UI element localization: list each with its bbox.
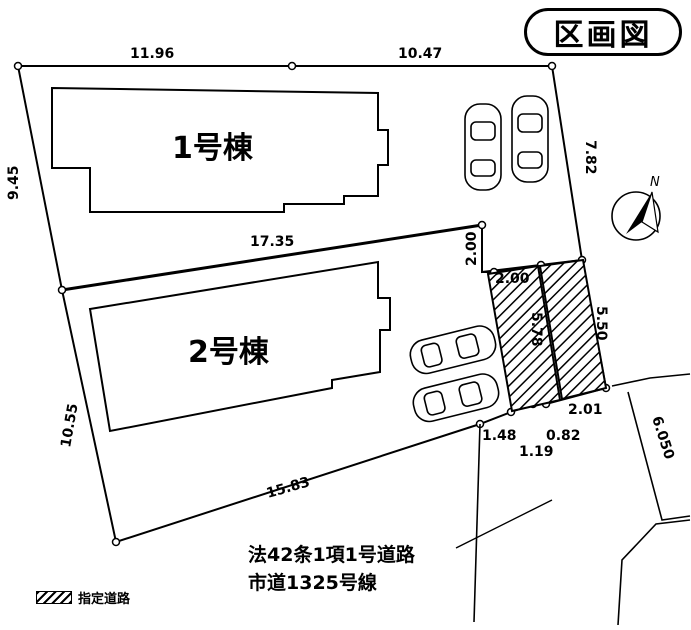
road-label-line2: 市道1325号線	[248, 572, 377, 594]
designated-road-strip-2	[538, 258, 608, 401]
building-1-footprint	[51, 86, 389, 213]
dim-top-right: 10.47	[398, 46, 442, 62]
page-title: 区画図	[553, 18, 653, 53]
building-2-label: 2号棟	[188, 335, 270, 370]
road-edges	[473, 373, 691, 626]
building-1-label: 1号棟	[172, 131, 254, 166]
dim-bottom-d: 2.01	[568, 402, 603, 418]
designated-road-strip-1	[486, 264, 562, 413]
hatch-swatch	[36, 591, 72, 604]
dim-middle: 17.35	[250, 234, 294, 250]
dim-bottom-b: 1.19	[519, 444, 554, 460]
car-1	[464, 103, 502, 191]
north-label: N	[650, 175, 660, 190]
dim-left-upper: 9.45	[6, 165, 22, 200]
dim-right-lower: 5.50	[593, 306, 609, 341]
road-leader-line	[455, 499, 553, 549]
car-3	[409, 325, 497, 375]
dim-drive-length: 5.78	[528, 312, 544, 347]
dim-bottom-a: 1.48	[482, 428, 517, 444]
corner-markers	[13, 61, 611, 547]
dim-top-left: 11.96	[130, 46, 174, 62]
title-badge: 区画図	[524, 8, 682, 56]
building-2-footprint	[88, 260, 391, 433]
dim-drive-width: 2.00	[495, 271, 530, 287]
car-2	[511, 95, 549, 183]
dim-right-small: 2.00	[464, 231, 480, 266]
dim-left-lower: 10.55	[58, 402, 81, 448]
dim-bottom: 15.83	[265, 474, 312, 502]
lot-divider	[61, 223, 483, 292]
road-label-line1: 法42条1項1号道路	[248, 544, 415, 566]
dim-right-upper: 7.82	[582, 140, 598, 175]
north-arrow: N	[611, 175, 661, 241]
legend-label: 指定道路	[78, 592, 131, 607]
dim-road-width: 6.050	[648, 414, 677, 461]
car-4	[412, 373, 500, 423]
legend: 指定道路	[36, 588, 130, 607]
dim-bottom-c: 0.82	[546, 428, 581, 444]
